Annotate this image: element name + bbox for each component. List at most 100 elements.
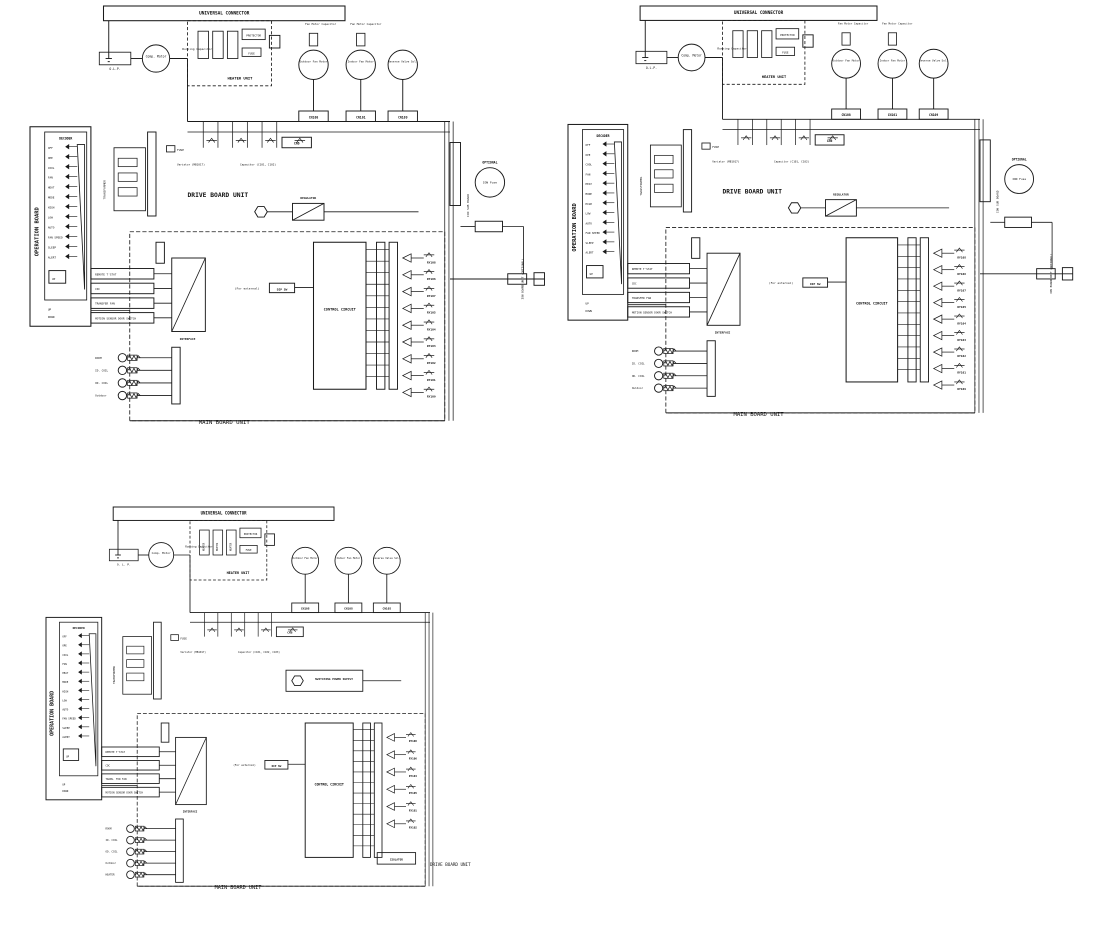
decoder-box	[59, 621, 99, 777]
relay-top-1-contact-icon	[208, 137, 216, 143]
ion-fuse-icon	[1004, 164, 1035, 194]
fan-cap-1-label: Fan Motor Capacitor	[305, 22, 336, 26]
relay-coil-2-contact-icon	[425, 269, 433, 274]
heater-element-2	[746, 30, 758, 58]
olp-box	[108, 548, 139, 562]
isolator-label: ISOLATOR	[390, 857, 403, 861]
sensor-connector-strip	[175, 818, 184, 883]
operation-board-label: OPERATION BOARD	[34, 206, 40, 256]
transformer-label: TRANSFORMER	[112, 666, 116, 684]
transformer-winding-1	[126, 645, 145, 655]
control-circuit-box	[312, 241, 367, 390]
transformer-frame	[113, 147, 146, 212]
down-button-label: DOWN	[48, 315, 55, 319]
cn-mid-label: CN8	[287, 631, 292, 635]
control-circuit-label: CONTROL CIRCUIT	[315, 782, 344, 786]
heater-label-2: HEATER	[216, 542, 219, 551]
mode-label-3: COOL	[48, 166, 55, 170]
mode-led-4-icon	[65, 173, 70, 180]
control-circuit-label: CONTROL CIRCUIT	[324, 308, 356, 312]
sensor-label-1: ROOM	[632, 349, 639, 353]
sensor-4-resistor-icon	[127, 392, 141, 399]
heater-element-3	[226, 529, 237, 556]
relay-label-4: RY105	[409, 791, 417, 795]
up-button-label: UP	[586, 302, 590, 306]
mode-led-10-icon	[65, 233, 70, 240]
relay-label-4: RY105	[957, 305, 966, 309]
operation-board-box	[567, 123, 629, 321]
sensor-1-resistor-icon	[127, 354, 141, 361]
operation-board-label: OPERATION BOARD	[572, 203, 578, 251]
relay-label-6: RY103	[427, 344, 436, 348]
relay-top-3-contact-icon	[262, 627, 269, 632]
mode-led-5-icon	[78, 669, 82, 675]
mode-label-4: FAN	[62, 662, 67, 666]
relay-connector-strip-1	[362, 722, 371, 858]
input-label-2: CDC	[95, 287, 100, 291]
connector-3-label: CN105	[382, 607, 391, 611]
fan-cap-1-label: Fan Motor Capacitor	[838, 22, 869, 26]
seven-segment-display-icon	[48, 270, 67, 284]
input-label-4: MOTION SENSOR DOOR SWITCH	[95, 316, 136, 320]
mode-led-11-icon	[78, 724, 82, 730]
relay-top-3-contact-icon	[800, 135, 808, 141]
connector-3-label: CN109	[929, 113, 938, 117]
regulator-label: REGULATOR	[300, 196, 316, 200]
mode-label-5: HEAT	[48, 186, 55, 190]
heater-element-3	[761, 30, 773, 58]
input-label-3: TRANSFER FAN	[632, 296, 652, 300]
sensor-label-1: ROOM	[95, 356, 102, 360]
sensor-1-ring	[654, 346, 664, 356]
main-board-unit-label: MAIN BOARD UNIT	[215, 885, 262, 891]
mode-led-7-icon	[602, 200, 607, 206]
relay-coil-4-contact-icon	[407, 783, 414, 789]
fan-cap-1-icon	[841, 32, 851, 46]
mode-label-9: AUTO	[48, 226, 55, 230]
relay-driver-4-icon	[401, 303, 412, 314]
ion-sub-board-strip	[979, 139, 991, 203]
interface-box	[171, 257, 206, 332]
relay-connector-strip-2	[919, 237, 929, 383]
relay-connector-strip-1	[376, 241, 386, 390]
mode-label-10: FAN SPEED	[62, 717, 76, 721]
heater-unit-label: HEATER UNIT	[762, 75, 787, 79]
transformer-winding-2	[126, 659, 145, 668]
mode-label-1: OFF	[62, 635, 67, 639]
mode-label-10: FAN SPEED	[586, 231, 601, 235]
fuse-top-box	[239, 545, 258, 554]
cn-mid-box	[814, 134, 845, 146]
ion-fuse-label: ION Fuse	[483, 180, 497, 184]
sensor-connector-strip	[171, 346, 181, 405]
ion-end-connector	[1061, 267, 1074, 281]
comp-motor-icon	[677, 43, 706, 72]
input-label-1: REMOTE T'STAT	[632, 267, 653, 271]
cn-mid-label: CN6	[827, 139, 833, 143]
sensor-4-resistor-icon	[135, 860, 148, 866]
input-label-4: MOTION SENSOR DOOR SWITCH	[632, 310, 672, 314]
sensor-label-3: OD. COIL	[632, 374, 645, 378]
sensor-label-3: OD. COIL	[95, 381, 108, 385]
sensor-1-resistor-icon	[135, 825, 148, 832]
input-label-1: REMOTE T'STAT	[106, 750, 126, 754]
control-circuit-box	[304, 722, 354, 858]
relay-coil-2-contact-icon	[956, 264, 963, 269]
down-button-label: DOWN	[62, 789, 68, 793]
input-box-1	[101, 746, 160, 758]
sensor-5-ring	[126, 870, 135, 879]
mode-led-7-icon	[65, 203, 70, 210]
relay-connector-strip-1	[907, 237, 917, 383]
motor-2-label: Indoor Fan Motor	[880, 59, 906, 63]
motor-1-icon	[291, 546, 320, 575]
heater-unit-frame	[187, 20, 272, 87]
relay-top-4-contact-icon	[829, 135, 837, 141]
ion-fuse-label: ION Fuse	[1012, 177, 1026, 181]
fuse-top-label: FUSE	[246, 548, 252, 552]
relay-top-4-contact-icon	[296, 137, 304, 143]
relay-driver-5-icon	[386, 802, 395, 811]
relay-top-1-contact-icon	[208, 627, 216, 632]
motor-2-label: Indoor Fan Motor	[336, 556, 360, 560]
mode-led-10-icon	[78, 715, 82, 721]
relay-label-1: RY108	[957, 255, 966, 259]
